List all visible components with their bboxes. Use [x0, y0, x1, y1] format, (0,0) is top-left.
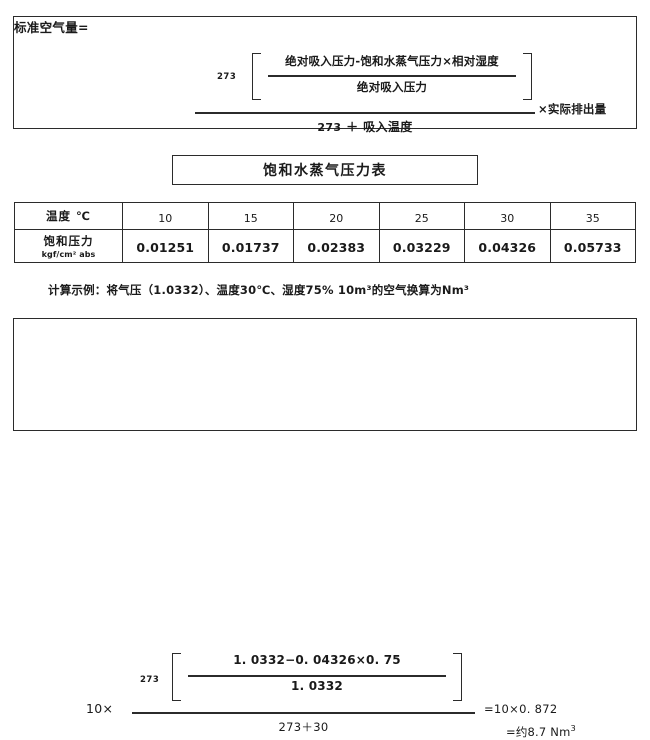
table-cell-pressure: 0.01251: [122, 229, 209, 263]
result-value: =约8.7 Nm: [506, 724, 571, 739]
calculation-example-formula-box: 10× 273 1. 0332−0. 04326×0. 75 1. 0332 2…: [13, 318, 637, 739]
bottom-formula-coefficient: 273: [140, 675, 160, 685]
main-denominator-273: 273: [317, 121, 342, 134]
table-cell-temperature: 30: [464, 202, 551, 230]
result-unit-superscript: 3: [570, 723, 576, 733]
top-formula-inner-numerator: 绝对吸入压力-饱和水蒸气压力×相对湿度: [285, 54, 499, 68]
bottom-formula-inner-denominator: 1. 0332: [291, 679, 343, 693]
table-cell-temperature: 15: [207, 202, 294, 230]
pressure-header-label: 饱和压力: [43, 234, 94, 248]
standard-air-volume-formula-box: 标准空气量= 273 绝对吸入压力-饱和水蒸气压力×相对湿度 绝对吸入压力 27…: [13, 16, 637, 134]
top-formula-main-fraction-bar: [195, 112, 535, 114]
top-formula-bracket-group: 绝对吸入压力-饱和水蒸气压力×相对湿度 绝对吸入压力: [252, 53, 532, 100]
table-cell-pressure: 0.02383: [293, 229, 380, 263]
left-bracket-icon: [252, 53, 261, 100]
table-cell-pressure: 0.05733: [549, 229, 636, 263]
bottom-formula-main-denominator: 273＋30: [278, 720, 329, 734]
main-denominator-intake-temp: 吸入温度: [363, 120, 413, 134]
top-formula-right-multiplier: ×实际排出量: [538, 102, 607, 116]
top-formula-inner-fraction: 绝对吸入压力-饱和水蒸气压力×相对湿度 绝对吸入压力: [266, 53, 518, 100]
standard-air-volume-label: 标准空气量=: [14, 20, 89, 35]
calculation-example-note: 计算示例：将气压（1.0332）、温度30℃、湿度75% 10m³的空气换算为N…: [48, 283, 470, 297]
top-formula-main-denominator: 273 ＋ 吸入温度: [195, 118, 535, 135]
table-header-pressure: 饱和压力 kgf/cm² abs: [14, 229, 123, 263]
table-row: 饱和压力 kgf/cm² abs 0.01251 0.01737 0.02383…: [14, 229, 636, 263]
bottom-formula-bracket-group: 1. 0332−0. 04326×0. 75 1. 0332: [172, 653, 462, 701]
top-formula-coefficient: 273: [217, 72, 237, 82]
right-bracket-icon: [453, 653, 462, 701]
bottom-formula-main-fraction-bar: [132, 712, 475, 714]
table-title-box: 饱和水蒸气压力表: [172, 155, 478, 185]
temperature-header-label: 温度 ℃: [46, 209, 91, 223]
table-title-text: 饱和水蒸气压力表: [263, 163, 387, 179]
pressure-header-unit: kgf/cm² abs: [41, 250, 96, 259]
bottom-formula-result-line-1: =10×0. 872: [484, 702, 558, 716]
table-cell-temperature: 20: [293, 202, 380, 230]
table-header-temperature: 温度 ℃: [14, 202, 123, 230]
bottom-formula-left-multiplier: 10×: [86, 701, 114, 716]
table-cell-temperature: 10: [122, 202, 209, 230]
bottom-formula-inner-fraction-bar: [188, 675, 446, 677]
table-cell-pressure: 0.01737: [207, 229, 294, 263]
table-cell-temperature: 25: [378, 202, 465, 230]
right-bracket-icon: [523, 53, 532, 100]
top-formula-inner-fraction-bar: [268, 75, 516, 77]
bottom-formula-inner-numerator: 1. 0332−0. 04326×0. 75: [233, 653, 401, 667]
table-cell-pressure: 0.04326: [464, 229, 551, 263]
table-cell-temperature: 35: [549, 202, 636, 230]
top-formula-inner-denominator: 绝对吸入压力: [356, 80, 428, 94]
main-denominator-operator: ＋: [346, 120, 359, 134]
bottom-formula-result-line-2: =约8.7 Nm3: [506, 723, 576, 740]
saturated-vapor-pressure-table: 温度 ℃ 10 15 20 25 30 35 饱和压力: [14, 202, 636, 263]
table-cell-pressure: 0.03229: [378, 229, 465, 263]
bottom-formula-inner-fraction: 1. 0332−0. 04326×0. 75 1. 0332: [186, 653, 448, 701]
table-row: 温度 ℃ 10 15 20 25 30 35: [14, 202, 636, 230]
left-bracket-icon: [172, 653, 181, 701]
